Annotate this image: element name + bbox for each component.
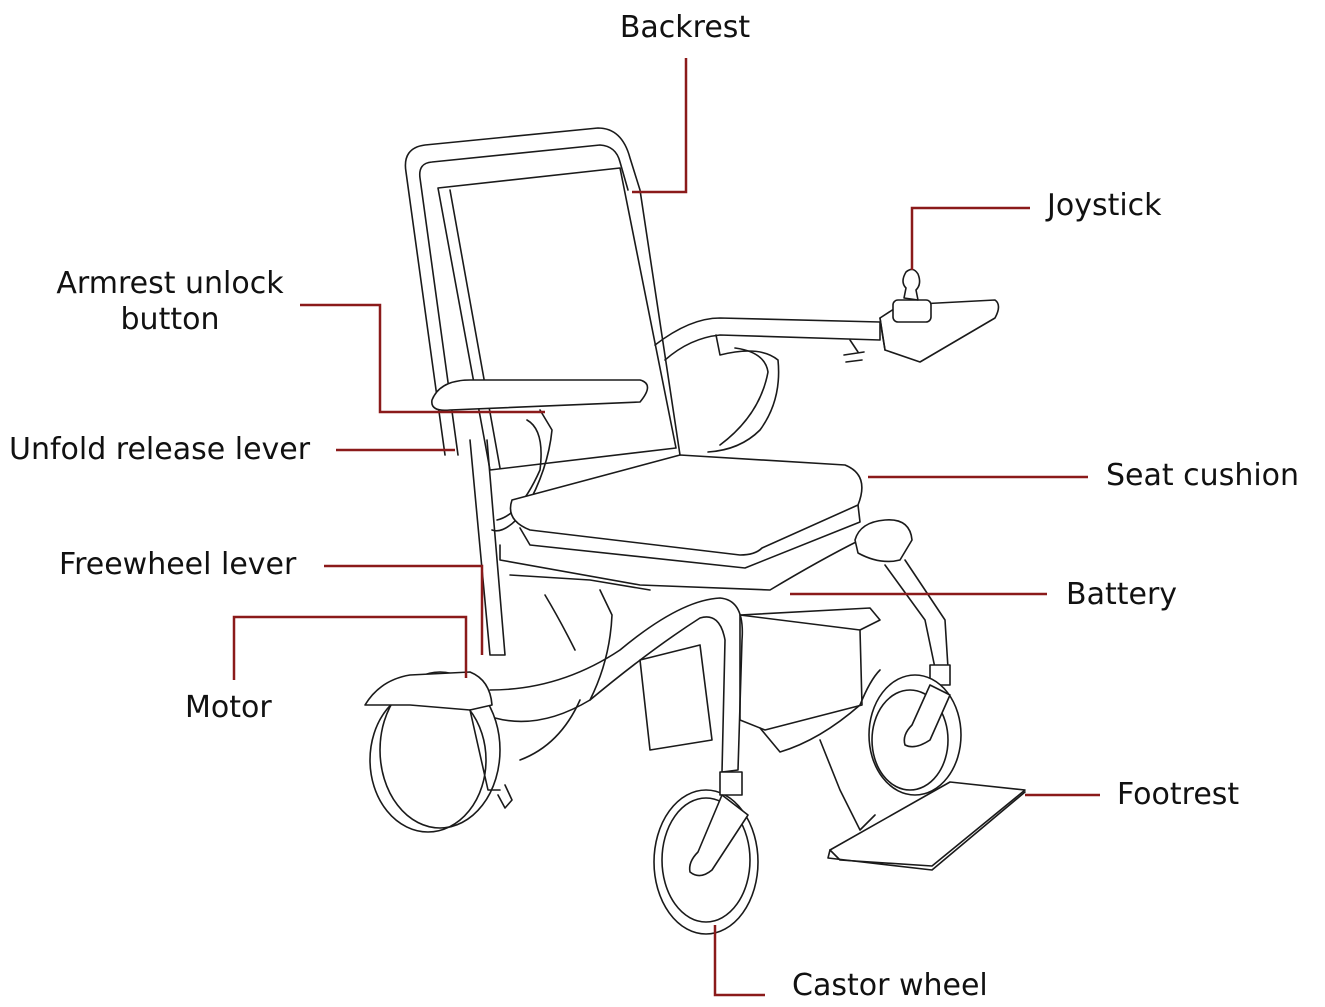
- label-backrest: Backrest: [605, 10, 765, 46]
- castor-wheel: [654, 772, 758, 934]
- leader-castor-wheel: [715, 925, 765, 995]
- wheelchair-drawing: [365, 128, 1025, 934]
- leader-motor: [234, 617, 466, 680]
- leader-freewheel: [324, 566, 482, 655]
- label-seat-cushion: Seat cushion: [1106, 458, 1299, 494]
- label-battery: Battery: [1066, 577, 1177, 613]
- rear-right-wheel: [869, 675, 961, 795]
- label-joystick: Joystick: [1047, 188, 1162, 224]
- label-freewheel: Freewheel lever: [59, 547, 296, 583]
- leader-backrest: [632, 58, 686, 192]
- label-footrest: Footrest: [1117, 777, 1239, 813]
- label-unfold-release: Unfold release lever: [9, 432, 310, 468]
- label-armrest-unlock: Armrest unlock button: [40, 266, 300, 338]
- label-motor: Motor: [185, 690, 272, 726]
- rear-wheel: [365, 672, 512, 832]
- label-castor-wheel: Castor wheel: [792, 968, 988, 1004]
- leader-joystick: [912, 208, 1030, 270]
